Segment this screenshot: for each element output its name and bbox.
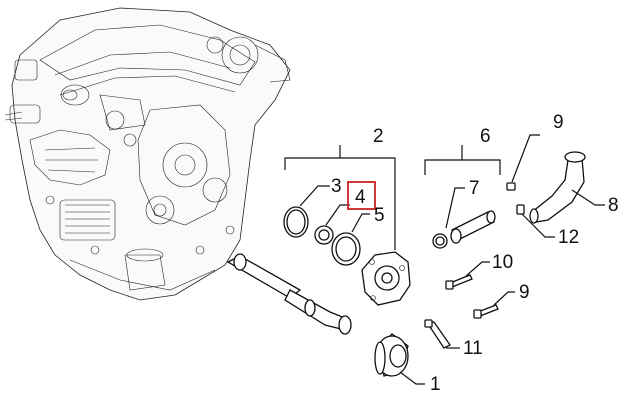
callout-8: 8 (608, 195, 619, 216)
callout-7: 7 (469, 178, 480, 199)
engine-block-drawing (4, 7, 291, 301)
part-3-o-ring (283, 185, 330, 238)
part-11-bolt (424, 319, 460, 349)
part-4-gasket (314, 204, 350, 245)
water-pump (361, 251, 411, 306)
part-8-hose (529, 151, 605, 224)
part-1-pulley (374, 333, 409, 377)
part-9-bolt-upper (506, 134, 540, 191)
callout-1: 1 (430, 374, 441, 395)
leader-part-1 (399, 371, 425, 385)
part-12-fitting (516, 204, 555, 238)
bracket-group-6 (424, 145, 501, 175)
bracket-group-2 (284, 145, 396, 250)
callout-4: 4 (355, 187, 366, 208)
part-10-bolt (445, 261, 490, 290)
callout-5: 5 (374, 205, 385, 226)
part-5-seal-ring (331, 213, 370, 266)
callout-6: 6 (480, 126, 491, 147)
highlight-box (347, 181, 376, 210)
callout-11: 11 (463, 338, 483, 359)
callout-9-upper: 9 (553, 112, 564, 133)
callout-labels: 1 2 3 4 5 6 7 8 9 9 10 11 12 (331, 112, 619, 395)
drive-shaft-assembly (226, 253, 352, 335)
part-7-pipe-fitting (432, 187, 496, 249)
callout-9-lower: 9 (519, 282, 530, 303)
callout-10: 10 (492, 252, 513, 273)
callout-3: 3 (331, 176, 342, 197)
callout-12: 12 (558, 227, 579, 248)
part-9-bolt-lower (473, 291, 515, 319)
callout-2: 2 (373, 126, 384, 147)
